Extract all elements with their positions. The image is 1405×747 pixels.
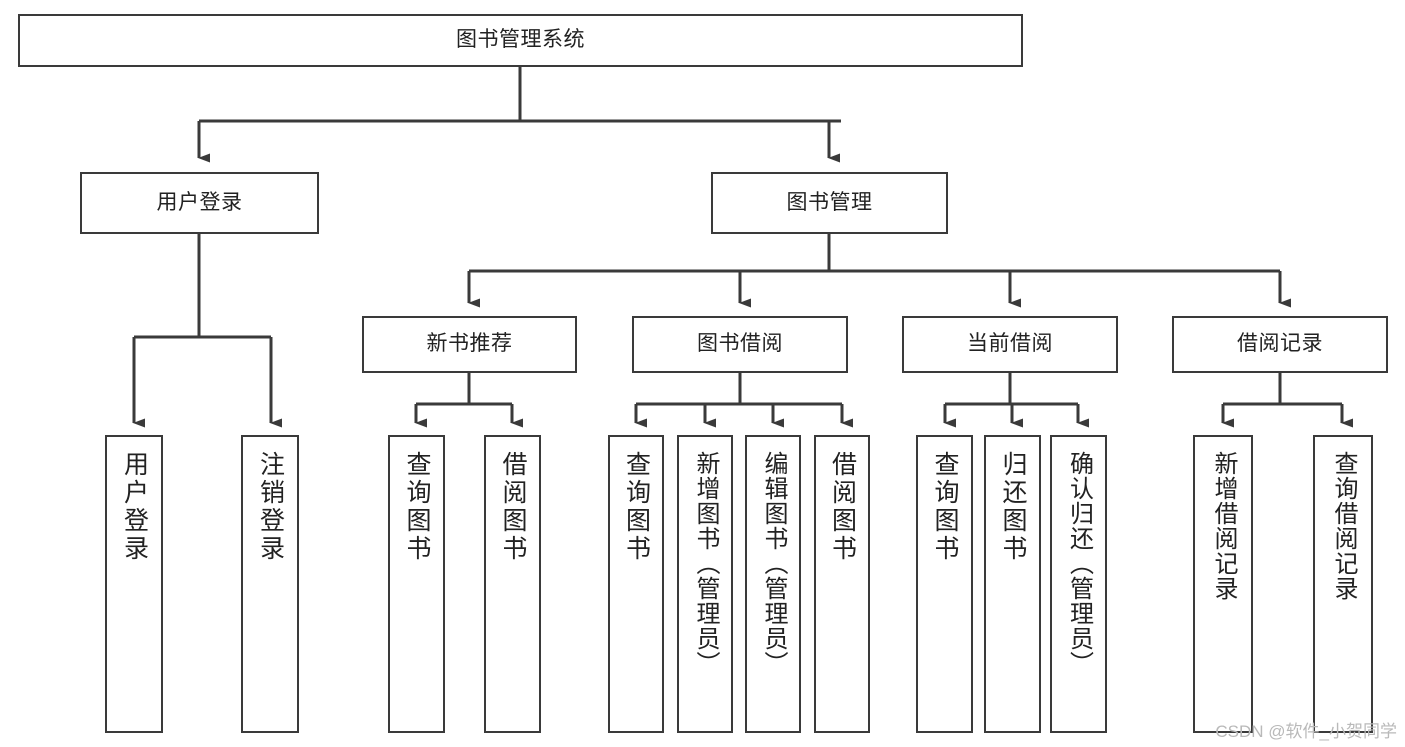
node-current-borrow[interactable]: 当前借阅 <box>902 316 1118 373</box>
node-label: 借阅图书 <box>828 451 857 563</box>
node-label: 查询图书 <box>931 451 959 563</box>
node-root-system[interactable]: 图书管理系统 <box>18 14 1023 67</box>
leaf-logout-login[interactable]: 注销登录 <box>241 435 299 733</box>
node-new-book-recommend[interactable]: 新书推荐 <box>362 316 577 373</box>
node-label: 借阅图书 <box>499 451 527 563</box>
leaf-return-book[interactable]: 归还图书 <box>984 435 1041 733</box>
leaf-add-borrow-record[interactable]: 新增借阅记录 <box>1193 435 1253 733</box>
leaf-edit-book-admin[interactable]: 编辑图书（管理员） <box>745 435 801 733</box>
leaf-query-book-borrow[interactable]: 查询图书 <box>608 435 664 733</box>
leaf-borrow-book-recommend[interactable]: 借阅图书 <box>484 435 541 733</box>
leaf-confirm-return-admin[interactable]: 确认归还（管理员） <box>1050 435 1107 733</box>
node-label: 注销登录 <box>256 451 285 563</box>
node-label: 借阅记录 <box>1237 332 1323 356</box>
node-label: 编辑图书（管理员） <box>760 451 787 676</box>
leaf-borrow-book[interactable]: 借阅图书 <box>814 435 870 733</box>
node-book-borrow[interactable]: 图书借阅 <box>632 316 848 373</box>
node-label: 查询借阅记录 <box>1330 451 1357 601</box>
node-user-login[interactable]: 用户登录 <box>80 172 319 234</box>
leaf-user-login[interactable]: 用户登录 <box>105 435 163 733</box>
node-book-management[interactable]: 图书管理 <box>711 172 948 234</box>
node-label: 确认归还（管理员） <box>1065 451 1093 676</box>
node-label: 用户登录 <box>120 451 149 563</box>
node-label: 新增借阅记录 <box>1210 451 1237 601</box>
node-borrow-record[interactable]: 借阅记录 <box>1172 316 1388 373</box>
leaf-query-borrow-record[interactable]: 查询借阅记录 <box>1313 435 1373 733</box>
node-label: 归还图书 <box>999 451 1027 563</box>
leaf-query-book-current[interactable]: 查询图书 <box>916 435 973 733</box>
node-label: 查询图书 <box>622 451 651 563</box>
node-label: 新增图书（管理员） <box>692 451 719 676</box>
leaf-query-book-recommend[interactable]: 查询图书 <box>388 435 445 733</box>
node-label: 用户登录 <box>156 190 243 214</box>
watermark-text: CSDN @软件_小贺同学 <box>1215 722 1397 741</box>
node-label: 图书借阅 <box>697 332 783 356</box>
node-label: 图书管理 <box>786 190 873 214</box>
node-label: 当前借阅 <box>967 332 1053 356</box>
node-label: 图书管理系统 <box>456 28 585 52</box>
node-label: 查询图书 <box>403 451 431 563</box>
node-label: 新书推荐 <box>426 332 513 356</box>
leaf-add-book-admin[interactable]: 新增图书（管理员） <box>677 435 733 733</box>
